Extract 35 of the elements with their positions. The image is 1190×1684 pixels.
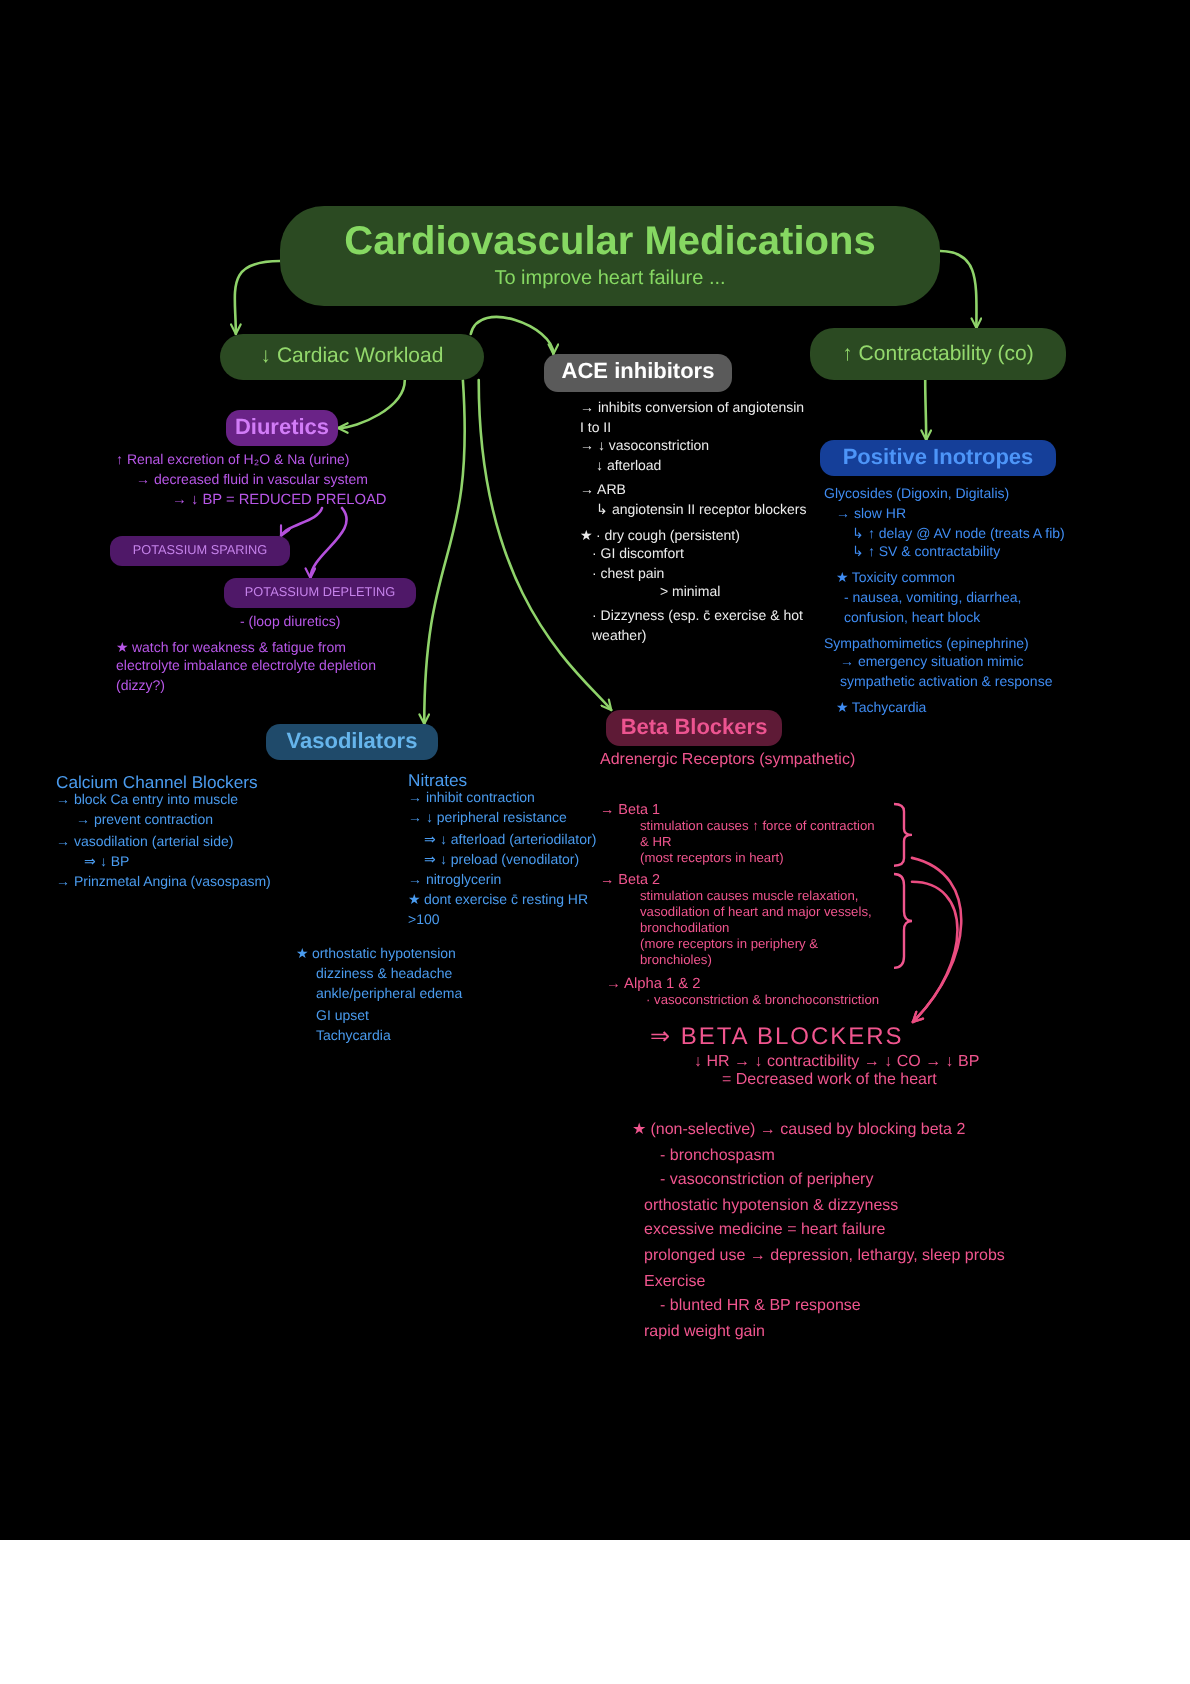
note-text: excessive medicine = heart failure bbox=[644, 1218, 886, 1243]
note-text: - bronchospasm bbox=[660, 1143, 775, 1168]
arrow bbox=[279, 506, 324, 538]
note-text: Adrenergic Receptors (sympathetic) bbox=[600, 750, 856, 770]
drug-class-pill: Vasodilators bbox=[266, 724, 438, 760]
note-text: ★ (non-selective) → caused by blocking beta 2 bbox=[632, 1118, 966, 1142]
drug-class-pill: Positive Inotropes bbox=[820, 440, 1056, 476]
title-banner bbox=[280, 206, 940, 306]
arrow bbox=[910, 880, 959, 1024]
arrow bbox=[469, 315, 558, 356]
arrow bbox=[229, 259, 282, 336]
title-text: Cardiovascular Medications bbox=[344, 218, 876, 266]
topic-highlight: ↓ Cardiac Workload bbox=[220, 334, 484, 380]
drug-class-pill: ACE inhibitors bbox=[544, 354, 732, 392]
subheading: Calcium Channel Blockers bbox=[56, 772, 258, 793]
note-text: ↓ HR → ↓ contractibility → ↓ CO → ↓ BP bbox=[694, 1051, 980, 1071]
arrow bbox=[477, 378, 613, 712]
note-text: - vasoconstriction of periphery bbox=[660, 1168, 874, 1193]
note-text: prolonged use → depression, lethargy, sleep probs bbox=[644, 1243, 1005, 1268]
conclusion-heading: ⇒ BETA BLOCKERS bbox=[650, 1022, 904, 1052]
note-text: orthostatic hypotension & dizzyness bbox=[644, 1193, 899, 1218]
drug-class-pill: Beta Blockers bbox=[606, 710, 782, 746]
note-text: rapid weight gain bbox=[644, 1319, 765, 1344]
arrow bbox=[938, 249, 983, 330]
arrow bbox=[418, 378, 466, 726]
arrow bbox=[920, 378, 933, 442]
topic-highlight: ↑ Contractability (co) bbox=[810, 328, 1066, 380]
arrow bbox=[336, 378, 407, 434]
note-text: - blunted HR & BP response bbox=[660, 1294, 861, 1319]
note-text: = Decreased work of the heart bbox=[722, 1070, 937, 1091]
note-text: Exercise bbox=[644, 1269, 706, 1294]
drug-class-pill: Diuretics bbox=[226, 410, 338, 446]
subtitle-text: To improve heart failure ... bbox=[494, 266, 726, 294]
subheading: Nitrates bbox=[408, 770, 468, 791]
arrow bbox=[306, 506, 348, 580]
